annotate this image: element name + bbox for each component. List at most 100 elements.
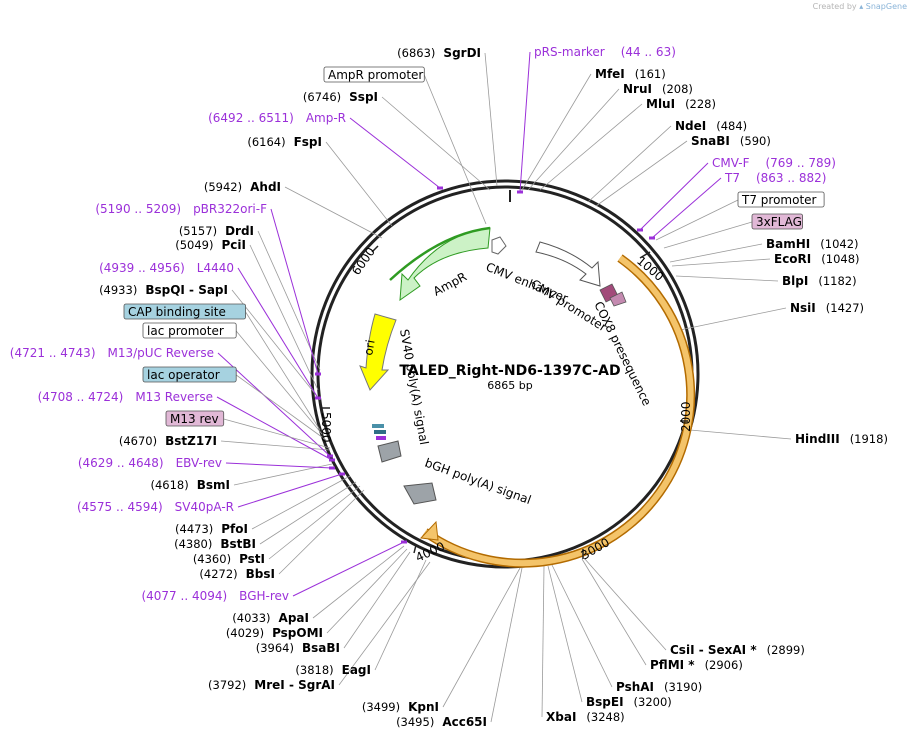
site-bamhi-name: BamHI [766,237,810,251]
site-pshai-pos-r: (3190) [664,680,702,694]
box-t7prom-label: T7 promoter [741,193,817,207]
box-flag-label: 3xFLAG [756,215,802,229]
backbone-outer [310,179,700,569]
primer-t7-name: T7 [724,171,740,185]
site-bstz17i-pos: (4670) [119,434,157,448]
primer-prs-mark [517,190,523,194]
primer-m13rev-range: (4708 .. 4724) [38,390,124,404]
primer-l4440-range: (4939 .. 4956) [99,261,185,275]
primer-bgh: (4077 .. 4094)BGH-rev [141,589,289,603]
primer-prs-lead [519,51,531,193]
site-bspei-name: BspEI [586,695,624,709]
site-xbai-name: XbaI [546,710,576,724]
primer-pbr-name: pBR322ori-F [193,202,267,216]
primer-m13puc-mark [327,454,333,458]
site-csii-lead [583,557,667,651]
primer-ampr_p-lead [349,117,441,189]
site-fspi-name: FspI [294,135,322,149]
site-acc65i-pos: (3495) [396,715,434,729]
site-acc65i-lead [490,567,523,723]
box-cap [123,303,246,320]
plasmid-name: TALED_Right-ND6-1397C-AD [399,363,620,379]
site-drdi-pos: (5157) [179,224,217,238]
site-ahdi-lead [284,186,383,239]
site-bamhi-pos-r: (1042) [820,237,858,251]
site-snabi: SnaBI(590) [691,134,771,148]
site-nrui: NruI(208) [623,82,693,96]
site-mlui-name: MluI [646,97,675,111]
site-xbai: XbaI(3248) [546,710,625,724]
bgh-block [403,482,437,505]
site-bspei-lead [547,565,583,703]
sv40-block [377,440,402,463]
site-hindiii-pos-r: (1918) [850,432,888,446]
tick-label-2000: 2000 [679,401,693,432]
primer-sv40pa-name: SV40pA-R [175,500,234,514]
box-lacprom [142,322,237,339]
site-bspei-pos-r: (3200) [634,695,672,709]
cox8-block-2 [609,291,627,307]
site-bstz17i-lead [220,440,331,451]
site-fspi-pos: (6164) [247,135,285,149]
site-mfei-name: MfeI [595,67,625,81]
site-csii: CsiI - SexAI *(2899) [670,643,805,657]
site-apai: (4033)ApaI [232,611,309,625]
site-nrui-lead [527,88,620,191]
box-ampr_prom [323,66,425,83]
site-mfei-pos-r: (161) [635,67,666,81]
site-sspi: (6746) SspI [303,90,378,104]
box-lacop-lead [235,374,327,441]
cds-arc-fill [423,255,694,567]
site-blpi-name: BlpI [782,274,808,288]
site-bstbi-pos: (4380) [174,537,212,551]
tick-label-4000: 4000 [413,539,447,565]
site-mlui-pos-r: (228) [685,97,716,111]
site-eagi-lead [374,559,427,671]
primer-cmvf-range: (769 .. 789) [765,156,835,170]
site-mrei-lead [338,561,431,686]
site-pspomi: (4029)PspOMI [226,626,323,640]
site-pcii-pos: (5049) [175,238,213,252]
site-sspi-name: SspI [349,90,378,104]
box-lacprom-label: lac promoter [147,324,224,338]
label-ampr: AmpR [431,269,469,298]
site-eagi-name: EagI [342,663,371,677]
site-mlui: MluI (228) [646,97,716,111]
primer-sv40pa: (4575 .. 4594)SV40pA-R [77,500,234,514]
primer-m13puc-lead [217,352,331,457]
box-ampr_prom-lead [423,74,487,225]
site-pcii-name: PciI [222,238,247,252]
primer-t7: T7(863 .. 882) [724,171,826,185]
site-bsabi-pos: (3964) [256,641,294,655]
site-blpi-pos-r: (1182) [818,274,856,288]
site-pcii: (5049) PciI [175,238,246,252]
site-ndei-name: NdeI [675,119,706,133]
site-kpni-pos: (3499) [362,700,400,714]
primer-l4440-name: L4440 [197,261,234,275]
ori-arrow [359,313,397,391]
site-snabi-lead [595,140,688,207]
box-lacop-label: lac operator [147,368,220,382]
site-bbsi-lead [278,489,365,575]
site-pflmi-lead [581,558,647,666]
primer-bgh-mark [401,540,407,544]
site-psti-name: PstI [239,552,265,566]
site-fspi: (6164) FspI [247,135,322,149]
primer-ebv: (4629 .. 4648)EBV-rev [78,456,222,470]
site-sgrdi-lead [484,52,498,187]
site-pshai-name: PshAI [616,680,654,694]
site-bspqi: (4933)BspQI - SapI [99,283,228,297]
site-pfoi-name: PfoI [221,522,248,536]
site-bsmi-pos: (4618) [150,478,188,492]
site-bsmi-name: BsmI [197,478,230,492]
site-pspomi-pos: (4029) [226,626,264,640]
site-kpni-lead [442,567,521,708]
primer-prs-range: (44 .. 63) [621,45,676,59]
site-drdi: (5157)DrdI [179,224,254,238]
ampr-dark-edge [389,226,491,281]
site-bsabi-lead [343,551,411,649]
site-ecori-name: EcoRI [774,252,811,266]
site-pflmi-name: PflMI * [650,658,695,672]
site-sspi-pos: (6746) [303,90,341,104]
